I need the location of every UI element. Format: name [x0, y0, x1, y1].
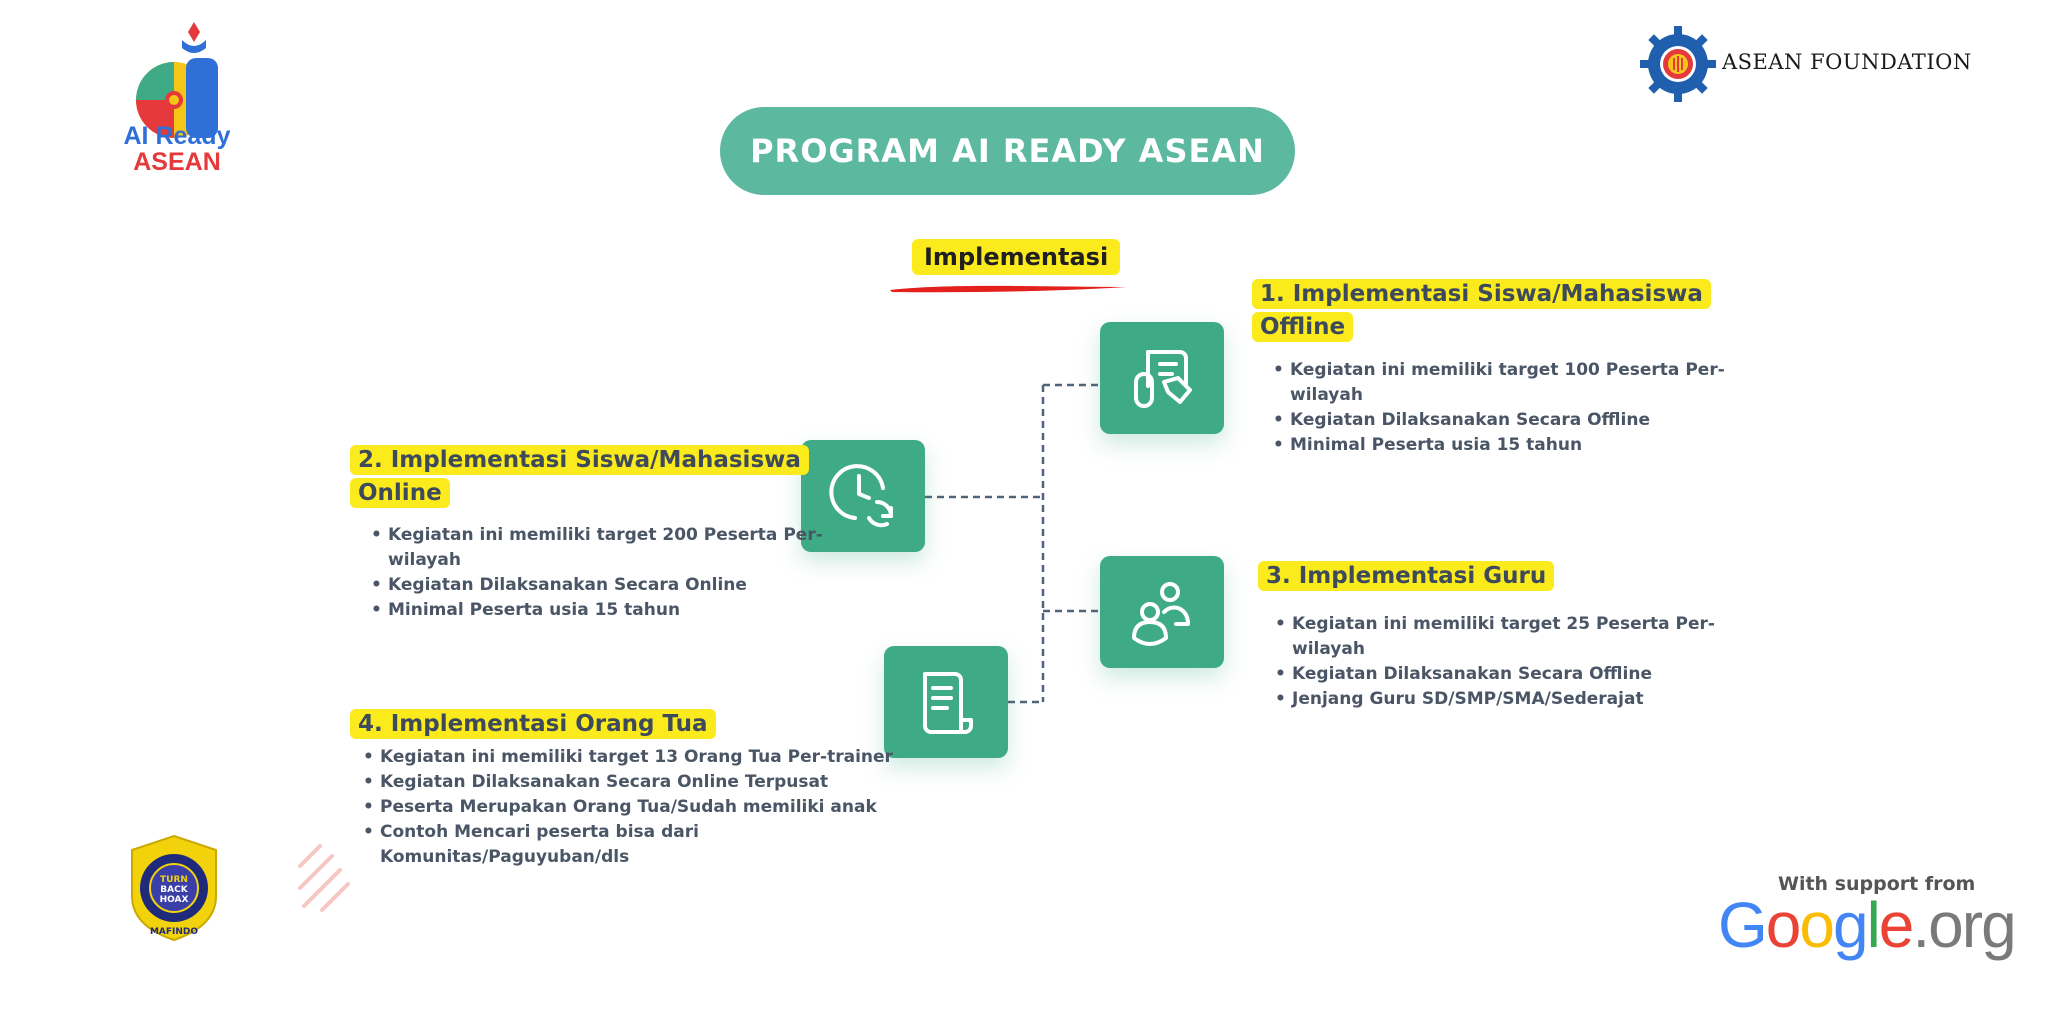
- item-4-bullets: Kegiatan ini memiliki target 13 Orang Tu…: [358, 745, 940, 870]
- clock-sync-icon: [829, 464, 893, 528]
- asean-logo-text: ASEAN: [133, 148, 221, 176]
- item-3-bullets: Kegiatan ini memiliki target 25 Peserta …: [1270, 612, 1732, 712]
- item-2-heading: 2. Implementasi Siswa/Mahasiswa Online: [350, 444, 810, 510]
- asean-foundation-emblem: [1640, 26, 1716, 102]
- users-icon: [1132, 582, 1190, 646]
- svg-text:TURN: TURN: [160, 875, 188, 885]
- list-item: Jenjang Guru SD/SMP/SMA/Sederajat: [1275, 687, 1732, 712]
- red-brush-underline: [890, 285, 1126, 293]
- program-title-pill: PROGRAM AI READY ASEAN: [720, 107, 1295, 195]
- list-item: Kegiatan Dilaksanakan Secara Online Terp…: [363, 770, 940, 795]
- list-item: Kegiatan Dilaksanakan Secara Offline: [1275, 662, 1732, 687]
- item-3-icon-tile: [1100, 556, 1224, 668]
- support-label: With support from: [1778, 873, 1976, 895]
- list-item: Kegiatan Dilaksanakan Secara Offline: [1273, 408, 1730, 433]
- svg-text:BACK: BACK: [160, 885, 188, 895]
- mafindo-badge: TURN BACK HOAX MAFINDO: [131, 834, 217, 942]
- item-1-bullets: Kegiatan ini memiliki target 100 Peserta…: [1268, 358, 1730, 458]
- list-item: Kegiatan ini memiliki target 25 Peserta …: [1275, 612, 1732, 662]
- item-1-icon-tile: [1100, 322, 1224, 434]
- asean-foundation-wordmark: ASEAN FOUNDATION: [1722, 50, 1972, 74]
- document-icon: [923, 672, 973, 734]
- list-item: Kegiatan ini memiliki target 200 Peserta…: [371, 523, 828, 573]
- list-item: Minimal Peserta usia 15 tahun: [1273, 433, 1730, 458]
- section-label: Implementasi: [912, 239, 1121, 275]
- google-org-logo: Google.org: [1718, 889, 2017, 961]
- list-item: Contoh Mencari peserta bisa dari Komunit…: [363, 820, 940, 870]
- item-3-heading: 3. Implementasi Guru: [1258, 560, 1678, 593]
- item-2-bullets: Kegiatan ini memiliki target 200 Peserta…: [366, 523, 828, 623]
- item-1-heading: 1. Implementasi Siswa/Mahasiswa Offline: [1252, 278, 1712, 344]
- list-item: Peserta Merupakan Orang Tua/Sudah memili…: [363, 795, 940, 820]
- item-4-heading: 4. Implementasi Orang Tua: [350, 708, 830, 741]
- ai-ready-logo-text: AI Ready: [123, 122, 231, 150]
- list-item: Minimal Peserta usia 15 tahun: [371, 598, 828, 623]
- ai-ready-asean-logo: [136, 22, 218, 138]
- list-item: Kegiatan Dilaksanakan Secara Online: [371, 573, 828, 598]
- document-tag-icon: [1134, 350, 1192, 408]
- item-4-icon-tile: [884, 646, 1008, 758]
- list-item: Kegiatan ini memiliki target 100 Peserta…: [1273, 358, 1730, 408]
- svg-text:MAFINDO: MAFINDO: [150, 927, 198, 937]
- decorative-stripes: [298, 844, 350, 912]
- list-item: Kegiatan ini memiliki target 13 Orang Tu…: [363, 745, 940, 770]
- program-title: PROGRAM AI READY ASEAN: [750, 132, 1265, 170]
- svg-text:HOAX: HOAX: [160, 895, 189, 905]
